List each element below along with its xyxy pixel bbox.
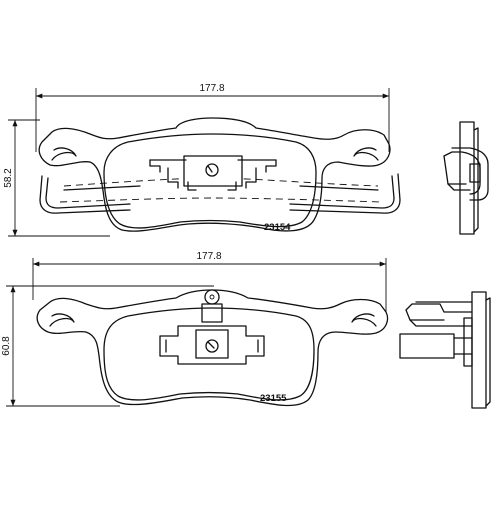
- bottom-width-dimension: 177.8: [32, 251, 387, 312]
- bottom-height-label: 60.8: [1, 336, 12, 356]
- top-pad-outline: [38, 117, 391, 232]
- bottom-part-number: 23155: [260, 393, 287, 404]
- bottom-pad-group: 177.8 60.8 2315: [1, 251, 491, 409]
- bottom-friction-outline: [103, 307, 315, 401]
- bottom-center-clip: [159, 325, 265, 365]
- top-center-screw-icon: [205, 163, 219, 177]
- top-pad-group: 177.8 58.2: [3, 83, 489, 237]
- top-width-label: 177.8: [199, 83, 224, 94]
- bottom-left-ear-notch: [49, 313, 75, 327]
- top-spring-left: [45, 177, 131, 209]
- top-center-clip: [149, 155, 277, 191]
- bottom-height-dimension: 60.8: [1, 285, 214, 407]
- top-side-view: [443, 121, 489, 235]
- top-right-ear-notch: [353, 147, 379, 161]
- bottom-width-label: 177.8: [196, 251, 221, 262]
- top-spring-right-2: [289, 173, 401, 214]
- bottom-center-screw-icon: [205, 339, 219, 353]
- top-friction-outline: [103, 133, 317, 229]
- top-spring-left-2: [39, 175, 131, 214]
- top-left-ear-notch: [51, 147, 77, 161]
- top-height-label: 58.2: [3, 168, 14, 188]
- bottom-pad-outline: [36, 289, 389, 407]
- bottom-right-ear-notch: [351, 313, 377, 327]
- top-height-dimension: 58.2: [3, 119, 110, 237]
- top-spring-mid-right: [299, 185, 379, 191]
- top-spring-right: [289, 175, 395, 209]
- top-wear-line-2: [59, 197, 383, 203]
- bottom-side-view: [399, 291, 491, 409]
- bottom-wear-indicator: [201, 289, 223, 323]
- top-part-number: 23154: [264, 222, 291, 233]
- top-spring-mid-left: [63, 185, 141, 191]
